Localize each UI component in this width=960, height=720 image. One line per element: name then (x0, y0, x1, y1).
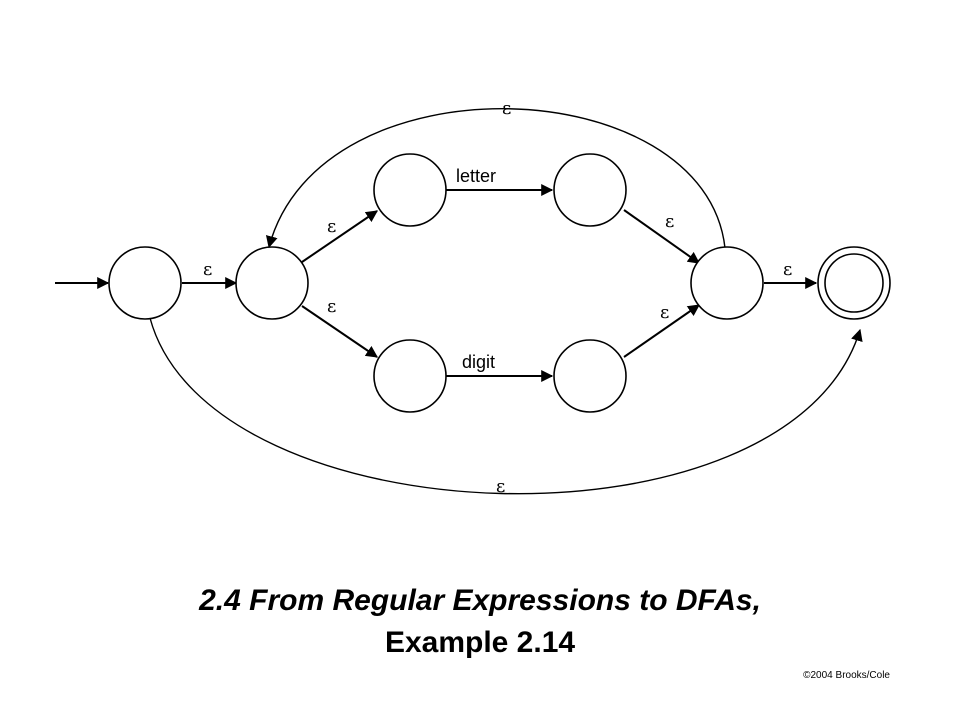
state-2 (235, 246, 309, 320)
edge-s1-s8-bypass (149, 317, 863, 495)
label-s1-s2: ε (203, 259, 212, 280)
label-s7-s8: ε (783, 259, 792, 280)
state-5 (373, 339, 447, 413)
label-s4-s7: ε (665, 211, 674, 232)
label-s2-s3: ε (327, 216, 336, 237)
label-s7-s2-loop: ε (502, 98, 511, 119)
edge-s2-s5 (301, 305, 378, 358)
edge-s2-s3 (301, 210, 378, 263)
label-s6-s7: ε (660, 302, 669, 323)
label-s3-s4: letter (456, 166, 496, 186)
copyright-notice: ©2004 Brooks/Cole (803, 670, 890, 681)
label-s2-s5: ε (327, 296, 336, 317)
label-s1-s8-bypass: ε (496, 476, 505, 497)
state-3 (373, 153, 447, 227)
state-1 (108, 246, 182, 320)
edge-s4-s7 (623, 209, 700, 264)
state-4 (553, 153, 627, 227)
slide-title: 2.4 From Regular Expressions to DFAs, Ex… (0, 580, 960, 664)
title-line-1: 2.4 From Regular Expressions to DFAs, (199, 584, 761, 617)
state-6 (553, 339, 627, 413)
edge-s7-s2-loop (265, 108, 726, 249)
edge-s6-s7 (623, 304, 700, 358)
state-8-accept-inner (824, 253, 884, 313)
title-line-2: Example 2.14 (384, 626, 576, 659)
label-s5-s6: digit (462, 352, 495, 372)
nfa-diagram: ε ε ε letter digit ε ε ε ε ε (55, 98, 891, 497)
state-7 (690, 246, 764, 320)
